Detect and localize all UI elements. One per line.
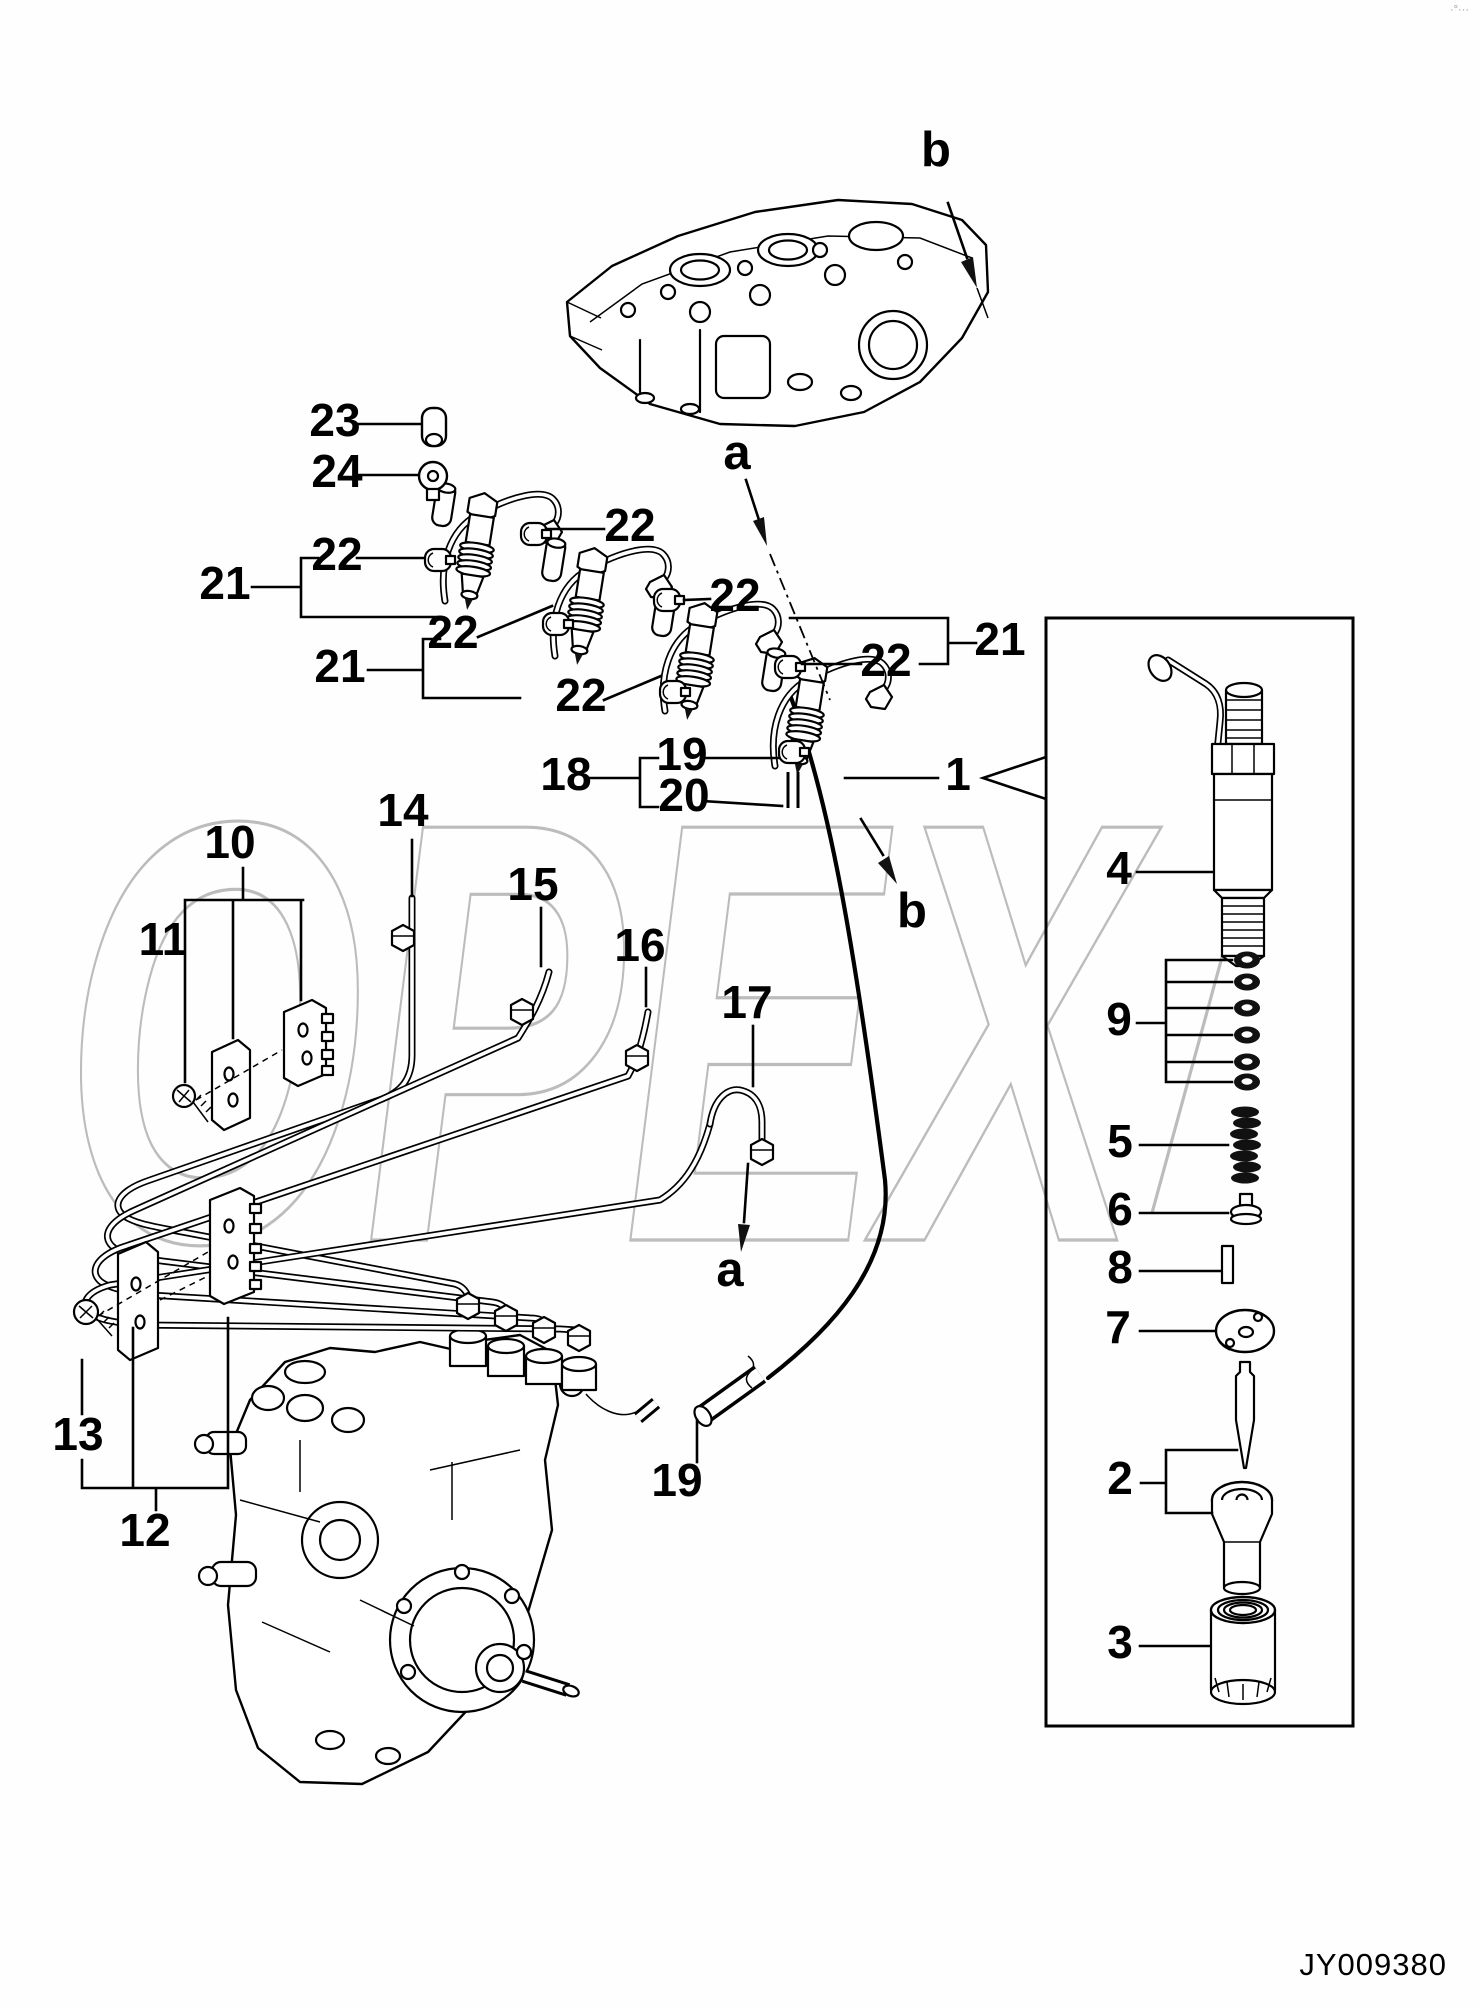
spring-seat-part-6 — [1229, 1192, 1263, 1226]
label-b-top: b — [921, 123, 951, 177]
print-artifact: ·°··· — [1450, 4, 1469, 16]
callout-13: 13 — [52, 1408, 103, 1460]
callout-10: 10 — [204, 816, 255, 868]
callout-15: 15 — [507, 858, 558, 910]
callout-19-bottom: 19 — [651, 1454, 702, 1506]
callout-16: 16 — [614, 919, 665, 971]
nozzle-holder-part-4 — [1147, 654, 1276, 968]
callout-19-top: 19 — [656, 728, 707, 780]
label-a-top: a — [723, 426, 751, 480]
callout-7: 7 — [1105, 1301, 1131, 1353]
leader-lines — [80, 422, 1239, 1648]
callout-23: 23 — [309, 394, 360, 446]
retaining-nut-part-3 — [1209, 1595, 1277, 1706]
callout-22-5: 22 — [709, 569, 760, 621]
callout-1: 1 — [945, 748, 971, 800]
stopper-plate-part-7 — [1214, 1308, 1276, 1354]
figure-id: JY009380 — [1299, 1947, 1447, 1982]
detail-box-frame — [1044, 616, 1355, 1728]
callout-24: 24 — [311, 445, 363, 497]
callout-5: 5 — [1107, 1115, 1133, 1167]
callout-22-3: 22 — [427, 606, 478, 658]
callout-21-3: 21 — [974, 613, 1025, 665]
callout-21-2: 21 — [314, 640, 365, 692]
detail-box — [978, 616, 1355, 1728]
callout-11: 11 — [139, 913, 188, 965]
callout-20: 20 — [658, 769, 709, 821]
callout-labels: b a b a 23 24 22 21 22 22 21 22 22 22 21… — [52, 123, 1132, 1668]
detail-pointer-arrow — [978, 755, 1048, 801]
callout-4: 4 — [1106, 842, 1132, 894]
callout-18: 18 — [540, 748, 591, 800]
callout-6: 6 — [1107, 1183, 1133, 1235]
callout-22-1: 22 — [311, 528, 362, 580]
cylinder-head-drawing — [565, 198, 990, 428]
cap-part-23 — [420, 406, 448, 448]
pipe-clamp-sets — [72, 998, 335, 1362]
callout-2: 2 — [1107, 1452, 1133, 1504]
callout-22-4: 22 — [555, 669, 606, 721]
callout-21-1: 21 — [199, 557, 250, 609]
injection-pump-drawing — [193, 1327, 598, 1786]
nozzle-spring-part-5 — [1230, 1106, 1261, 1184]
leak-off-washers-part-9 — [1234, 951, 1260, 1091]
callout-22-6: 22 — [860, 634, 911, 686]
callout-14: 14 — [377, 784, 429, 836]
callout-22-2: 22 — [604, 499, 655, 551]
callout-12: 12 — [119, 1504, 170, 1556]
banjo-bolt-part-24 — [417, 460, 449, 502]
callout-17: 17 — [721, 976, 772, 1028]
push-rod-part-8 — [1220, 1244, 1235, 1285]
flow-arrows — [738, 201, 989, 1252]
label-a-bottom: a — [716, 1243, 744, 1297]
callout-9: 9 — [1106, 993, 1132, 1045]
label-b-bottom: b — [897, 884, 927, 938]
callout-3: 3 — [1107, 1616, 1133, 1668]
callout-8: 8 — [1107, 1241, 1133, 1293]
nozzle-needle-part-2 — [1210, 1360, 1274, 1596]
injector-assemblies — [417, 406, 892, 808]
